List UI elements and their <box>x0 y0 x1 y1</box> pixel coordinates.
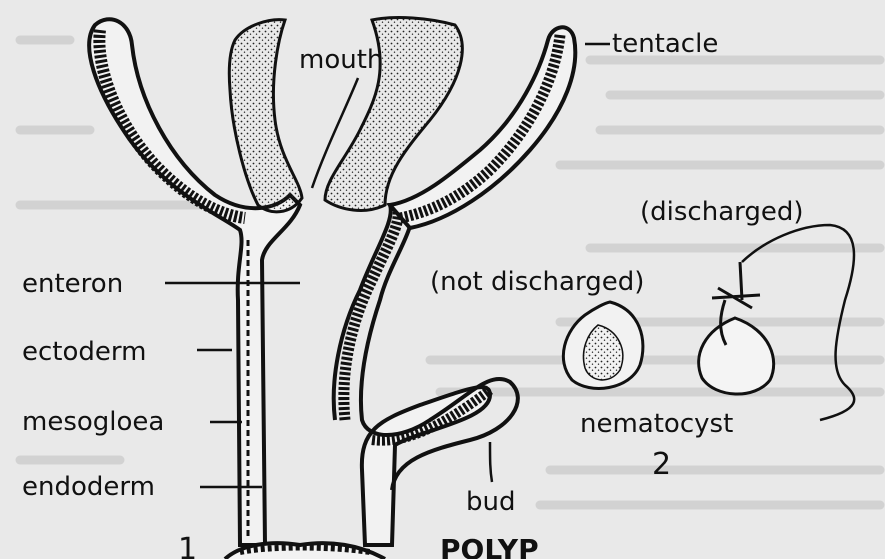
label-figure-2: 2 <box>652 447 671 482</box>
label-ectoderm: ectoderm <box>22 337 146 367</box>
nematocyst-not-discharged <box>563 302 643 388</box>
label-not-discharged: (not discharged) <box>430 267 644 297</box>
label-discharged: (discharged) <box>640 197 804 227</box>
right-stalk <box>362 387 490 545</box>
label-tentacle: tentacle <box>612 29 718 59</box>
label-endoderm: endoderm <box>22 472 155 502</box>
label-enteron: enteron <box>22 269 123 299</box>
left-lip <box>229 20 302 212</box>
label-polyp: POLYP <box>440 533 539 559</box>
label-nematocyst: nematocyst <box>580 409 733 439</box>
label-mesogloea: mesogloea <box>22 407 164 437</box>
label-figure-1: 1 <box>178 532 197 559</box>
label-bud: bud <box>466 487 516 517</box>
label-mouth: mouth <box>299 45 383 75</box>
